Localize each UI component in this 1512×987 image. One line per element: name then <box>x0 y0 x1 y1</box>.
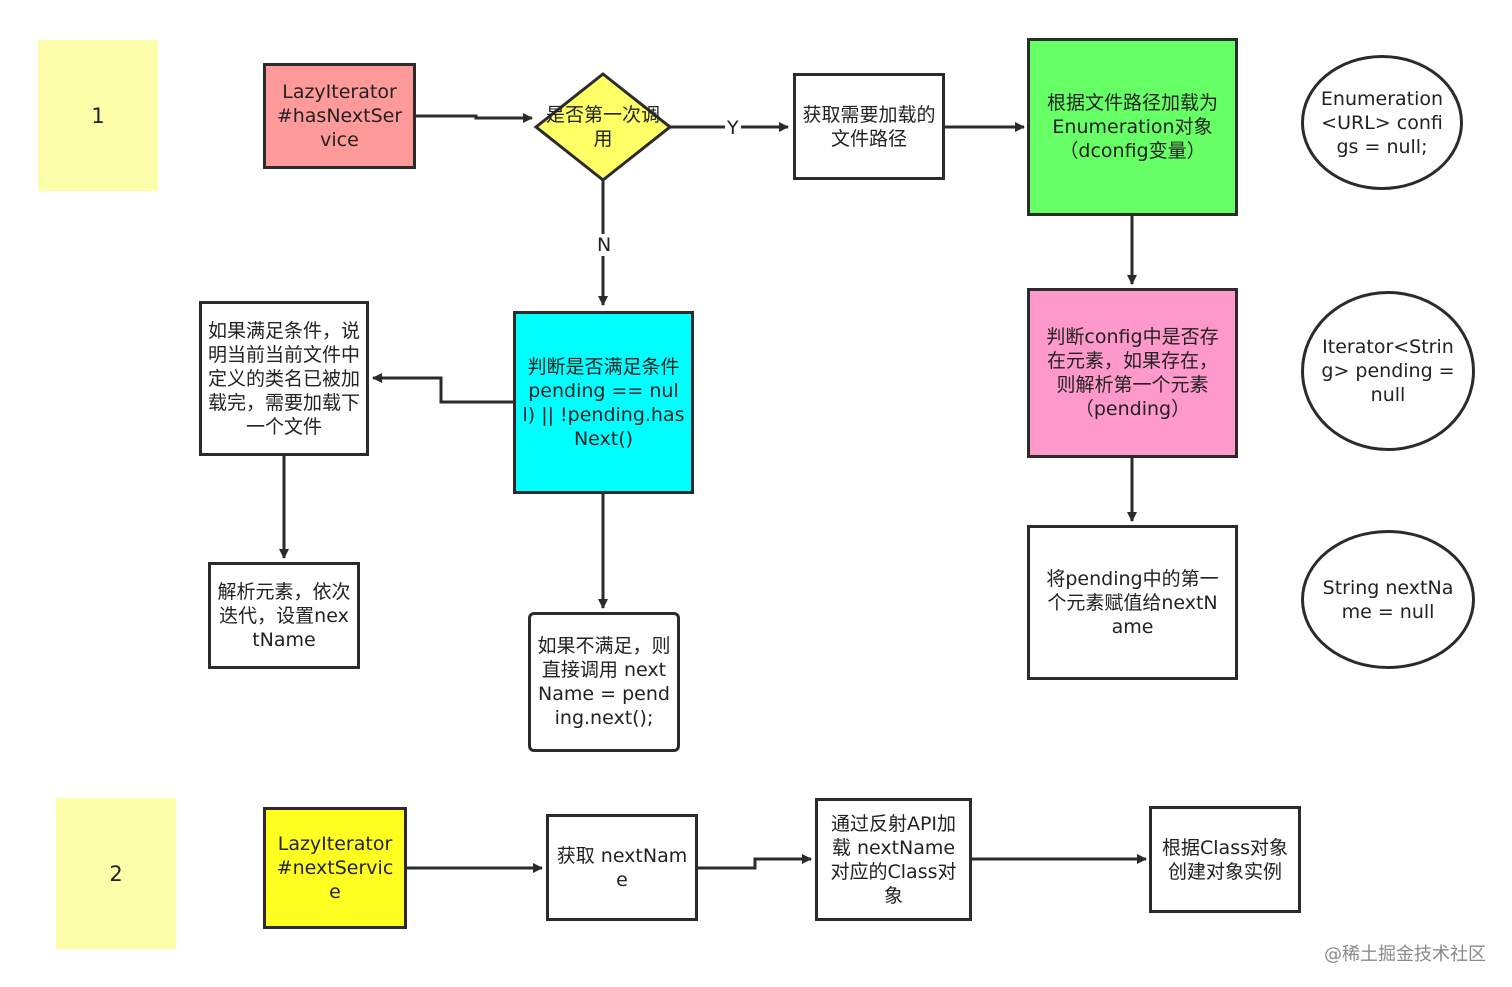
assign-nextname-box: 将pending中的第一个元素赋值给nextName <box>1027 525 1238 680</box>
decision-first-call-label: 是否第一次调用 <box>546 104 660 150</box>
edge-lazy-to-decision <box>416 113 533 123</box>
string-var-circle: String nextName = null <box>1301 530 1475 669</box>
edge-judgecond-to-satisfied <box>372 373 513 404</box>
note-1: 1 <box>38 40 158 191</box>
lazy-iterator-nextservice-box: LazyIterator #nextService <box>263 807 407 929</box>
judge-condition-box: 判断是否满足条件 pending == null) || !pending.ha… <box>513 311 694 494</box>
decision-first-call: 是否第一次调用 <box>546 98 660 156</box>
enumeration-var-label: Enumeration<URL> configs = null; <box>1320 87 1444 158</box>
note-2-label: 2 <box>109 861 123 886</box>
iterator-var-label: Iterator<String> pending = null <box>1321 336 1455 406</box>
edge-getname-to-reflect <box>697 854 812 870</box>
create-instance-label: 根据Class对象创建对象实例 <box>1162 836 1288 883</box>
edge-label-no: N <box>595 234 614 256</box>
load-enumeration-box: 根据文件路径加载为Enumeration对象（dconfig变量） <box>1027 38 1238 216</box>
judge-config-box: 判断config中是否存在元素，如果存在，则解析第一个元素（pending） <box>1027 288 1238 458</box>
get-nextname-label: 获取 nextName <box>556 844 688 891</box>
reflect-load-label: 通过反射API加载 nextName对应的Class对象 <box>830 812 957 907</box>
load-enumeration-label: 根据文件路径加载为Enumeration对象（dconfig变量） <box>1046 92 1218 162</box>
parse-element-box: 解析元素，依次迭代，设置nextName <box>208 562 360 669</box>
get-path-box: 获取需要加载的文件路径 <box>793 73 945 180</box>
parse-element-label: 解析元素，依次迭代，设置nextName <box>217 580 351 651</box>
create-instance-box: 根据Class对象创建对象实例 <box>1149 806 1301 913</box>
get-nextname-box: 获取 nextName <box>546 814 698 921</box>
judge-condition-label: 判断是否满足条件 pending == null) || !pending.ha… <box>522 355 685 450</box>
not-satisfied-box: 如果不满足，则直接调用 nextName = pending.next(); <box>528 612 680 752</box>
edge-label-yes: Y <box>725 117 741 139</box>
assign-nextname-label: 将pending中的第一个元素赋值给nextName <box>1046 567 1219 638</box>
not-satisfied-label: 如果不满足，则直接调用 nextName = pending.next(); <box>537 635 671 729</box>
lazy-iterator-hasnext-box: LazyIterator #hasNextService <box>263 63 416 169</box>
watermark: @稀土掘金技术社区 <box>1324 944 1486 965</box>
judge-config-label: 判断config中是否存在元素，如果存在，则解析第一个元素（pending） <box>1046 326 1219 420</box>
string-var-label: String nextName = null <box>1322 576 1454 623</box>
enumeration-var-circle: Enumeration<URL> configs = null; <box>1301 55 1463 190</box>
lazy-iterator-nextservice-label: LazyIterator #nextService <box>276 833 394 903</box>
note-1-label: 1 <box>91 103 105 128</box>
reflect-load-box: 通过反射API加载 nextName对应的Class对象 <box>815 798 972 921</box>
get-path-label: 获取需要加载的文件路径 <box>802 103 936 150</box>
note-2: 2 <box>56 798 176 949</box>
iterator-var-circle: Iterator<String> pending = null <box>1301 291 1475 451</box>
lazy-iterator-hasnext-label: LazyIterator #hasNextService <box>276 81 403 151</box>
satisfied-label: 如果满足条件，说明当前当前文件中定义的类名已被加载完，需要加载下一个文件 <box>208 319 361 438</box>
satisfied-box: 如果满足条件，说明当前当前文件中定义的类名已被加载完，需要加载下一个文件 <box>199 301 369 456</box>
